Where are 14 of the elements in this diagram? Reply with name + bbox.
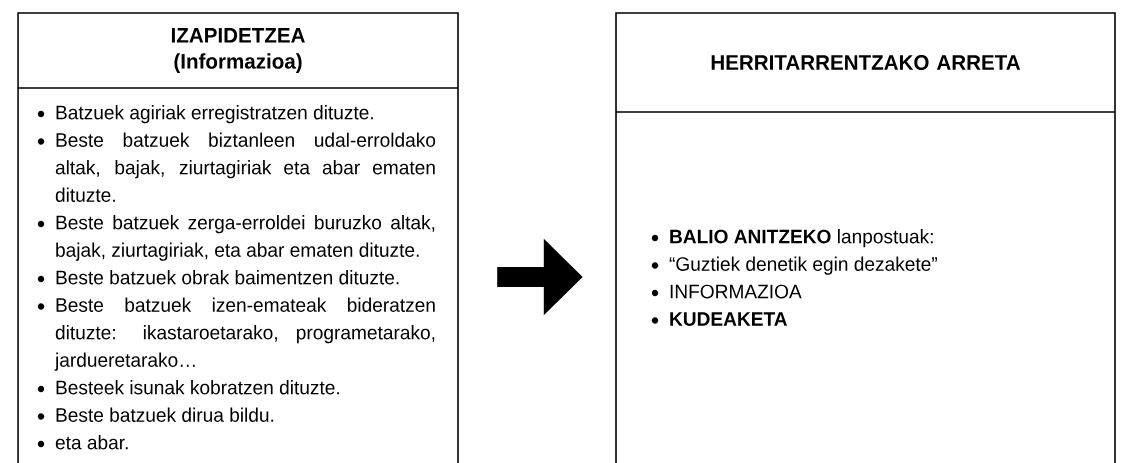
bullet-item: Beste batzuek dirua bildu.: [37, 407, 274, 422]
bullet-item: Batzuek agiriak erregistratzen dituzte.: [37, 105, 373, 124]
bullet-item: KUDEAKETA: [651, 312, 788, 326]
bullet-item: Beste batzuek izen-emateak bideratzen dituzte: ikastaroetarako, programetarako, jardueretarako…: [37, 297, 435, 371]
bullet-item: Beste batzuek biztanleen udal-erroldako altak, bajak, ziurtagiriak eta abar ematen dituzte.: [37, 132, 436, 202]
heading: HERRITARRENTZAKO ARRETA: [711, 55, 1021, 70]
bullet-item: “Guztiek denetik egin dezakete”: [651, 256, 937, 275]
heading: IZAPIDETZEA (Informazioa): [171, 28, 305, 73]
bullet-item: Besteek isunak kobratzen dituzte.: [37, 380, 339, 395]
bullet-item: Beste batzuek zerga-erroldei buruzko altak, bajak, ziurtagiriak, eta abar ematen dituzte.: [37, 215, 435, 261]
bullet-item: INFORMAZIOA: [651, 284, 802, 299]
bullet-item: eta abar.: [37, 435, 128, 450]
bullet-item: Beste batzuek obrak baimentzen dituzte.: [37, 270, 399, 285]
bullet-item: BALIO ANITZEKO lanpostuak:: [651, 229, 933, 248]
